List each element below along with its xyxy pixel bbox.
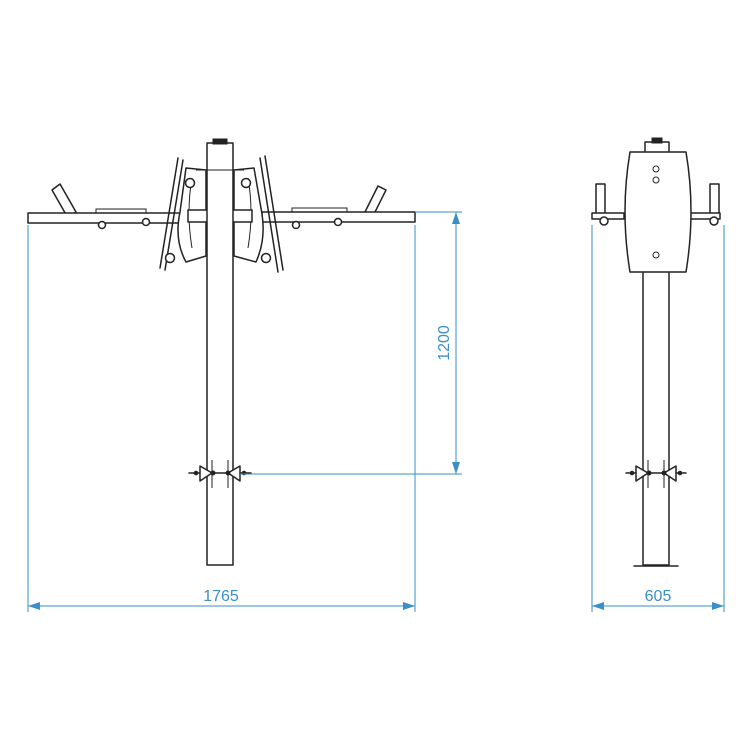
side-back-plate bbox=[624, 151, 692, 273]
front-right-twister bbox=[231, 155, 284, 273]
side-left-handle bbox=[591, 183, 625, 226]
front-right-arm bbox=[261, 207, 416, 230]
dimension-label-1200: 1200 bbox=[436, 325, 453, 361]
side-plate-bolt-top bbox=[652, 165, 660, 173]
side-right-handle bbox=[687, 183, 721, 226]
dimension-height-front: 1200 bbox=[240, 211, 462, 475]
front-left-handle bbox=[51, 183, 77, 219]
front-pole bbox=[196, 138, 244, 566]
front-left-twister bbox=[159, 157, 209, 271]
side-plate-bolt-bottom bbox=[652, 251, 660, 259]
dimension-width-side: 605 bbox=[591, 225, 725, 612]
side-top-cap-knob bbox=[651, 137, 663, 144]
dimension-label-605: 605 bbox=[645, 588, 672, 605]
side-plate-bolt-mid bbox=[652, 176, 660, 184]
side-ground-clamp bbox=[625, 460, 687, 488]
dimension-label-1765: 1765 bbox=[203, 588, 239, 605]
side-view bbox=[591, 137, 721, 567]
front-left-arm bbox=[27, 208, 185, 230]
side-pole bbox=[642, 259, 670, 566]
front-view bbox=[27, 138, 416, 566]
dimension-width-front: 1765 bbox=[27, 225, 416, 612]
